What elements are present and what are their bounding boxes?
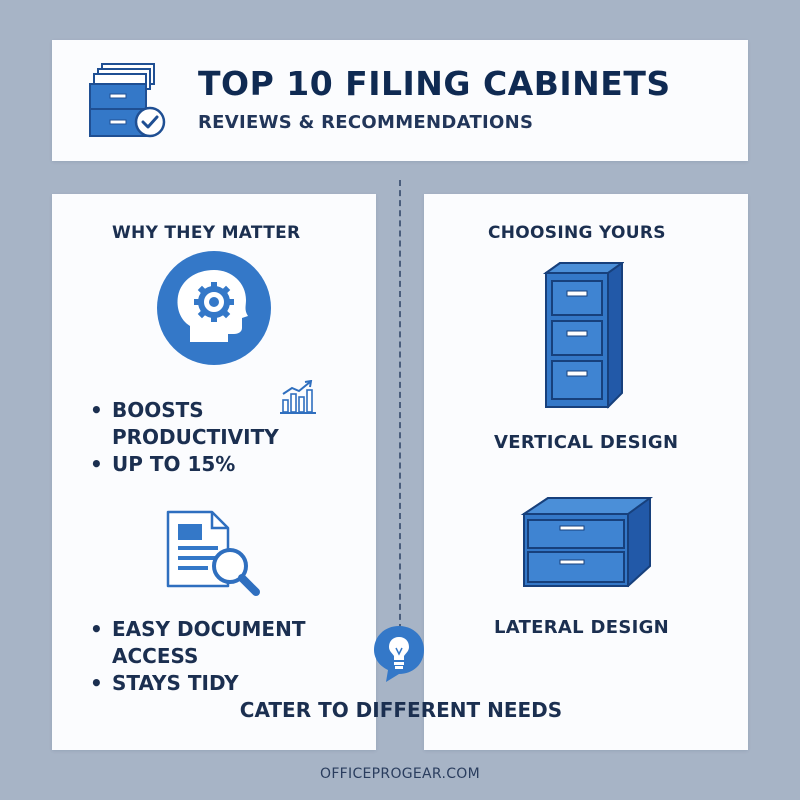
benefits-list-1: BOOSTS PRODUCTIVITY UP TO 15% <box>88 397 348 478</box>
filing-cabinet-check-icon <box>89 63 166 138</box>
why-heading: WHY THEY MATTER <box>112 223 301 243</box>
why-they-matter-panel: WHY THEY MATTER BOOSTS <box>52 194 376 750</box>
header-banner: TOP 10 FILING CABINETS REVIEWS & RECOMME… <box>52 40 748 161</box>
list-item: EASY DOCUMENT ACCESS <box>88 616 368 670</box>
lateral-design-label: LATERAL DESIGN <box>494 617 670 638</box>
page-subtitle: REVIEWS & RECOMMENDATIONS <box>198 112 534 133</box>
list-item: BOOSTS PRODUCTIVITY <box>88 397 348 451</box>
vertical-cabinet-icon <box>542 262 624 409</box>
page-title: TOP 10 FILING CABINETS <box>198 64 671 103</box>
site-url[interactable]: OFFICEPROGEAR.COM <box>320 766 480 782</box>
list-item: STAYS TIDY <box>88 670 368 697</box>
lightbulb-icon <box>374 626 424 682</box>
brain-gear-icon <box>157 251 271 365</box>
list-item: UP TO 15% <box>88 451 348 478</box>
document-search-icon <box>166 510 260 596</box>
center-divider <box>399 180 401 630</box>
center-note: CATER TO DIFFERENT NEEDS <box>239 698 563 722</box>
vertical-design-label: VERTICAL DESIGN <box>494 432 679 453</box>
choosing-heading: CHOOSING YOURS <box>488 223 666 243</box>
choosing-yours-panel: CHOOSING YOURS VERTICAL DESIGN LATERAL D… <box>424 194 748 750</box>
lateral-cabinet-icon <box>520 497 654 588</box>
benefits-list-2: EASY DOCUMENT ACCESS STAYS TIDY <box>88 616 368 697</box>
